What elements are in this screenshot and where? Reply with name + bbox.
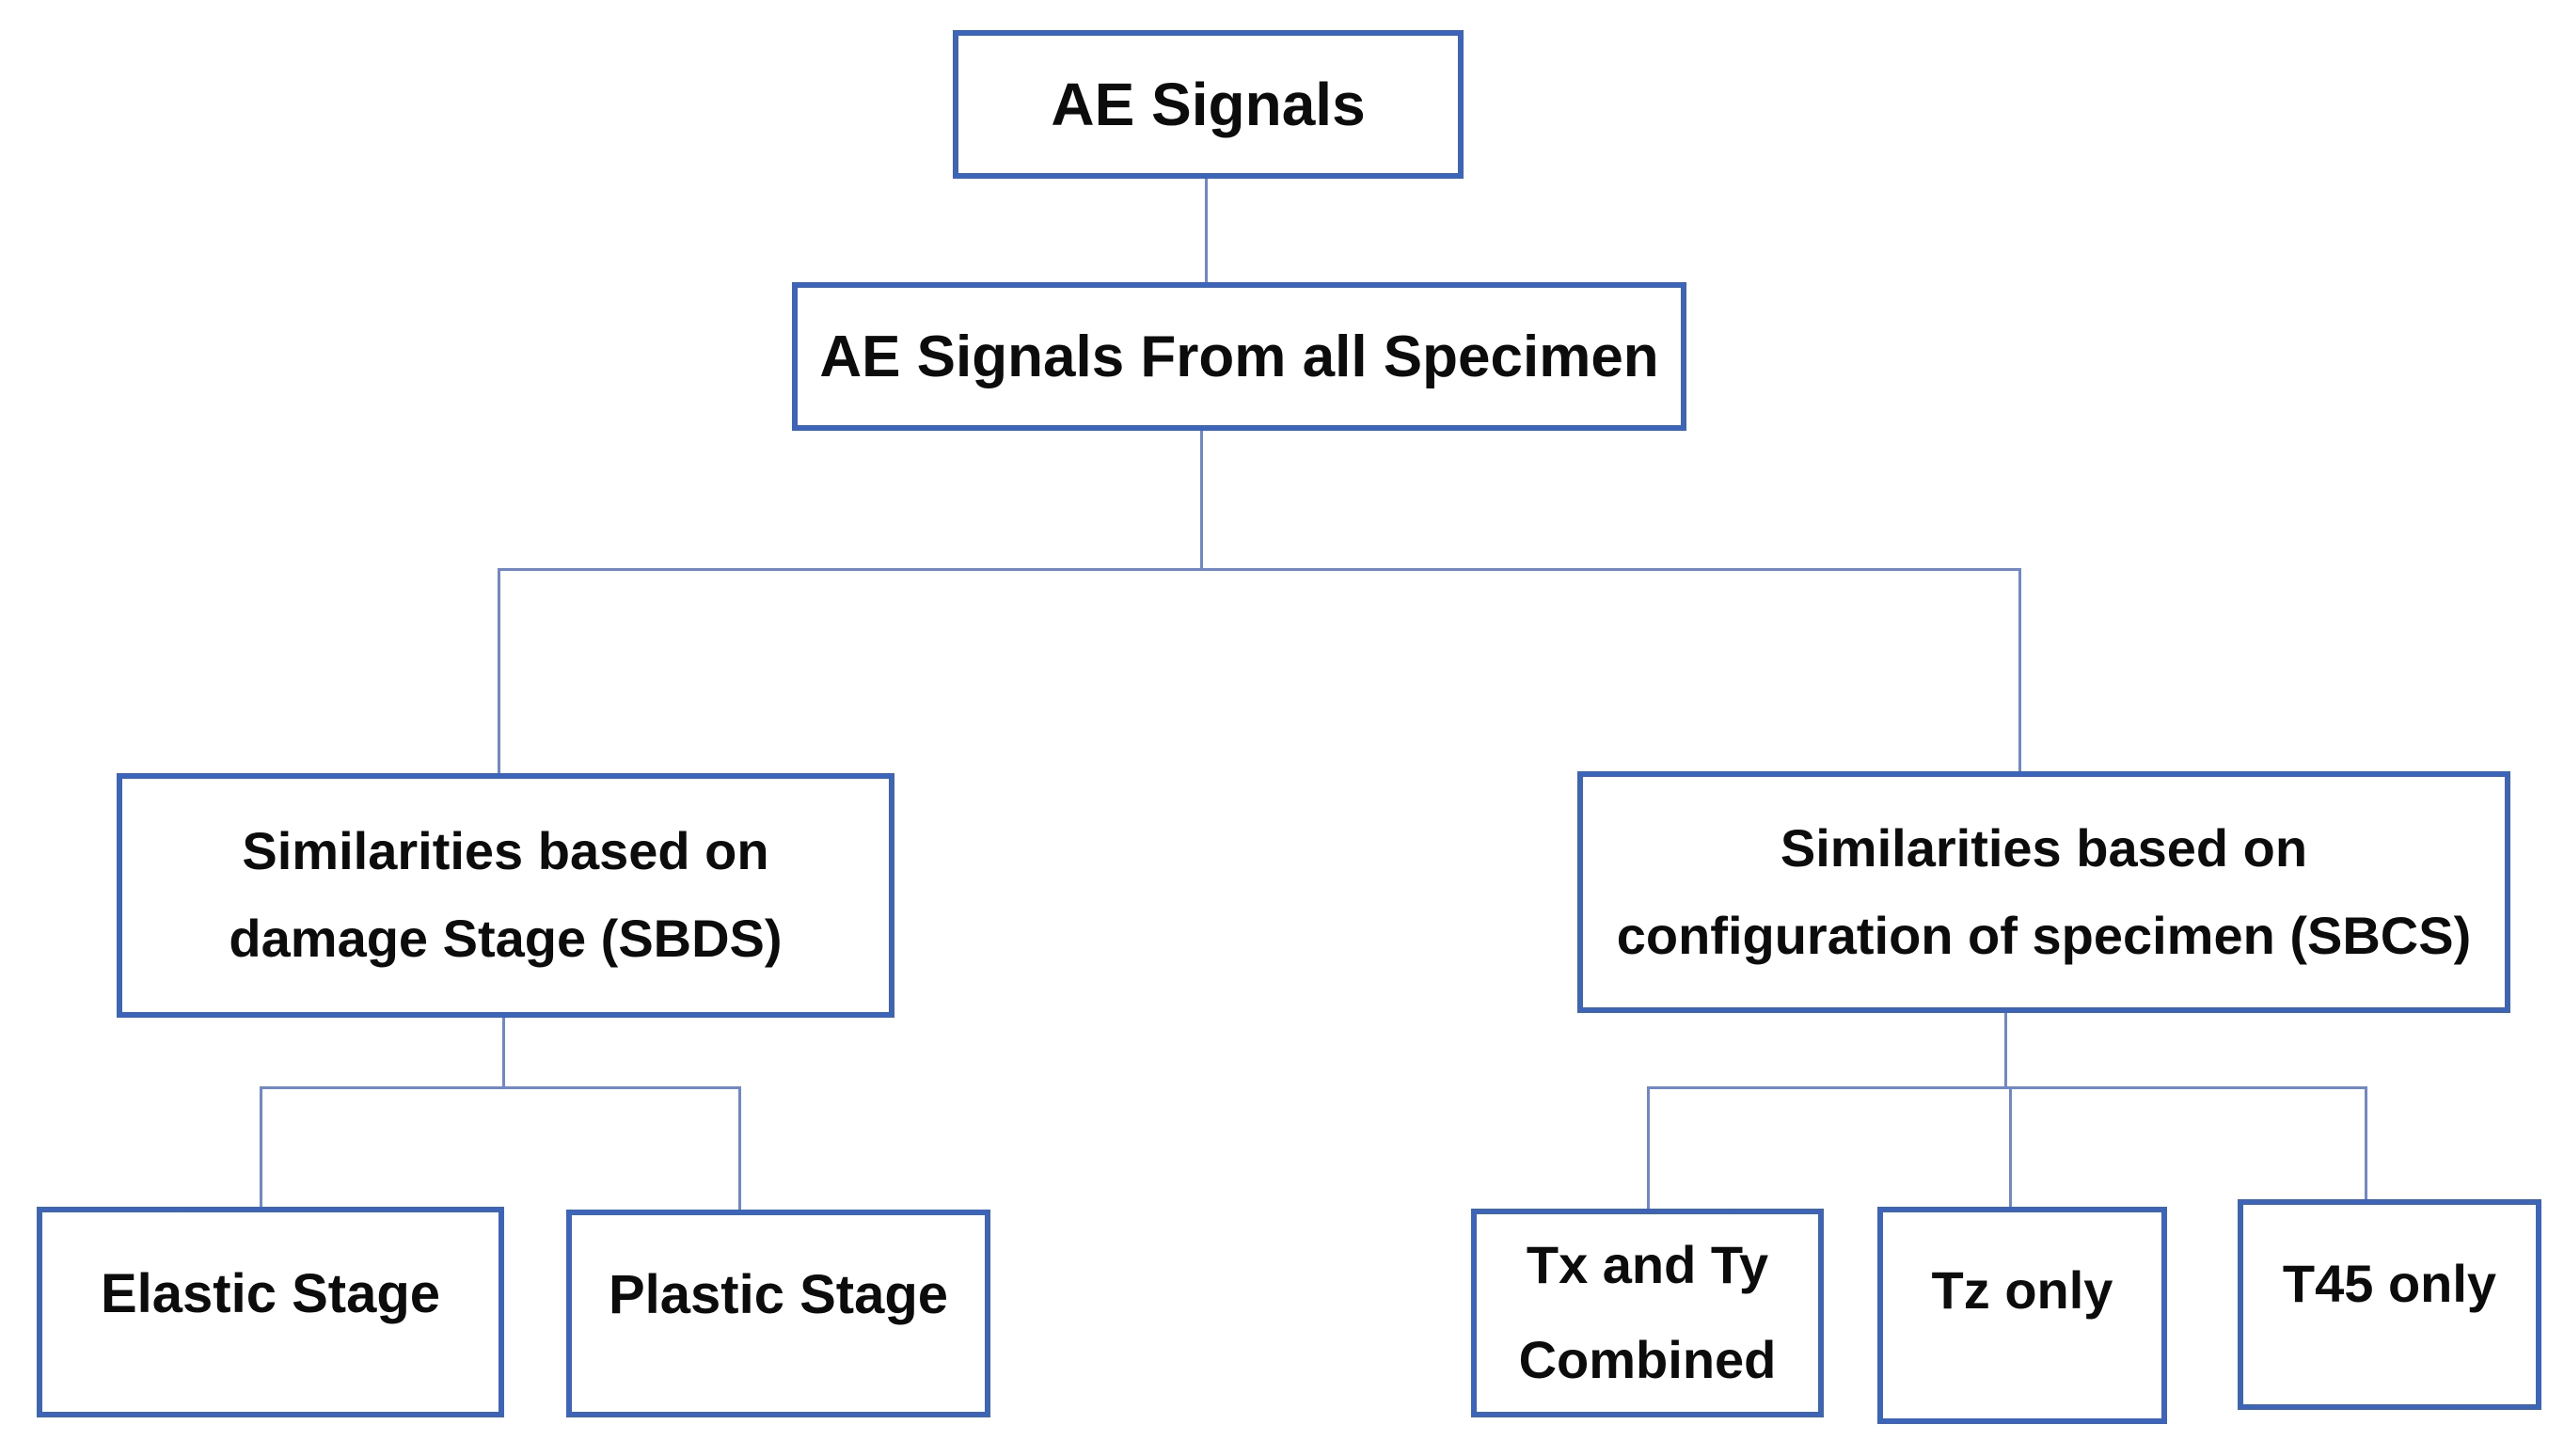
node-txty-label-line2: Combined — [1518, 1330, 1777, 1389]
connector-sbcs-horizontal — [1647, 1086, 2367, 1089]
node-all-specimen-label: AE Signals From all Specimen — [819, 324, 1659, 389]
connector-sbcs-down — [2004, 1013, 2007, 1086]
connector-to-plastic-stage — [738, 1086, 741, 1210]
connector-to-t45-only — [2365, 1086, 2367, 1199]
node-tz-only: Tz only — [1877, 1207, 2167, 1424]
node-ae-signals-label: AE Signals — [1051, 71, 1366, 138]
connector-root-to-all — [1205, 179, 1208, 282]
node-plastic-stage-label: Plastic Stage — [608, 1264, 949, 1325]
node-similarities-configuration-sbcs: Similarities based on configuration of s… — [1577, 771, 2510, 1013]
node-sbcs-label-line2: configuration of specimen (SBCS) — [1616, 905, 2472, 965]
node-tx-and-ty-combined: Tx and Ty Combined — [1471, 1209, 1824, 1417]
node-tz-only-label: Tz only — [1931, 1259, 2113, 1320]
node-plastic-stage: Plastic Stage — [566, 1210, 990, 1417]
node-elastic-stage: Elastic Stage — [37, 1207, 504, 1417]
connector-sbds-horizontal — [260, 1086, 741, 1089]
node-sbds-label-line2: damage Stage (SBDS) — [229, 909, 783, 968]
node-elastic-stage-label: Elastic Stage — [100, 1262, 441, 1324]
connector-to-sbds — [498, 568, 500, 773]
connector-main-horizontal — [498, 568, 2021, 571]
node-similarities-damage-stage-sbds: Similarities based on damage Stage (SBDS… — [117, 773, 894, 1018]
node-ae-signals: AE Signals — [953, 30, 1464, 179]
connector-sbds-down — [502, 1018, 505, 1089]
connector-to-elastic-stage — [260, 1086, 262, 1207]
node-t45-only: T45 only — [2238, 1199, 2541, 1410]
node-sbcs-label-line1: Similarities based on — [1780, 817, 2308, 878]
connector-to-sbcs — [2018, 568, 2021, 771]
node-t45-only-label: T45 only — [2282, 1254, 2497, 1313]
connector-all-down — [1200, 431, 1203, 568]
connector-to-tz-only — [2009, 1086, 2012, 1207]
node-sbds-label-line1: Similarities based on — [242, 821, 769, 881]
connector-to-txty-combined — [1647, 1086, 1650, 1209]
node-ae-signals-from-all-specimen: AE Signals From all Specimen — [792, 282, 1686, 431]
node-txty-label-line1: Tx and Ty — [1526, 1235, 1769, 1295]
